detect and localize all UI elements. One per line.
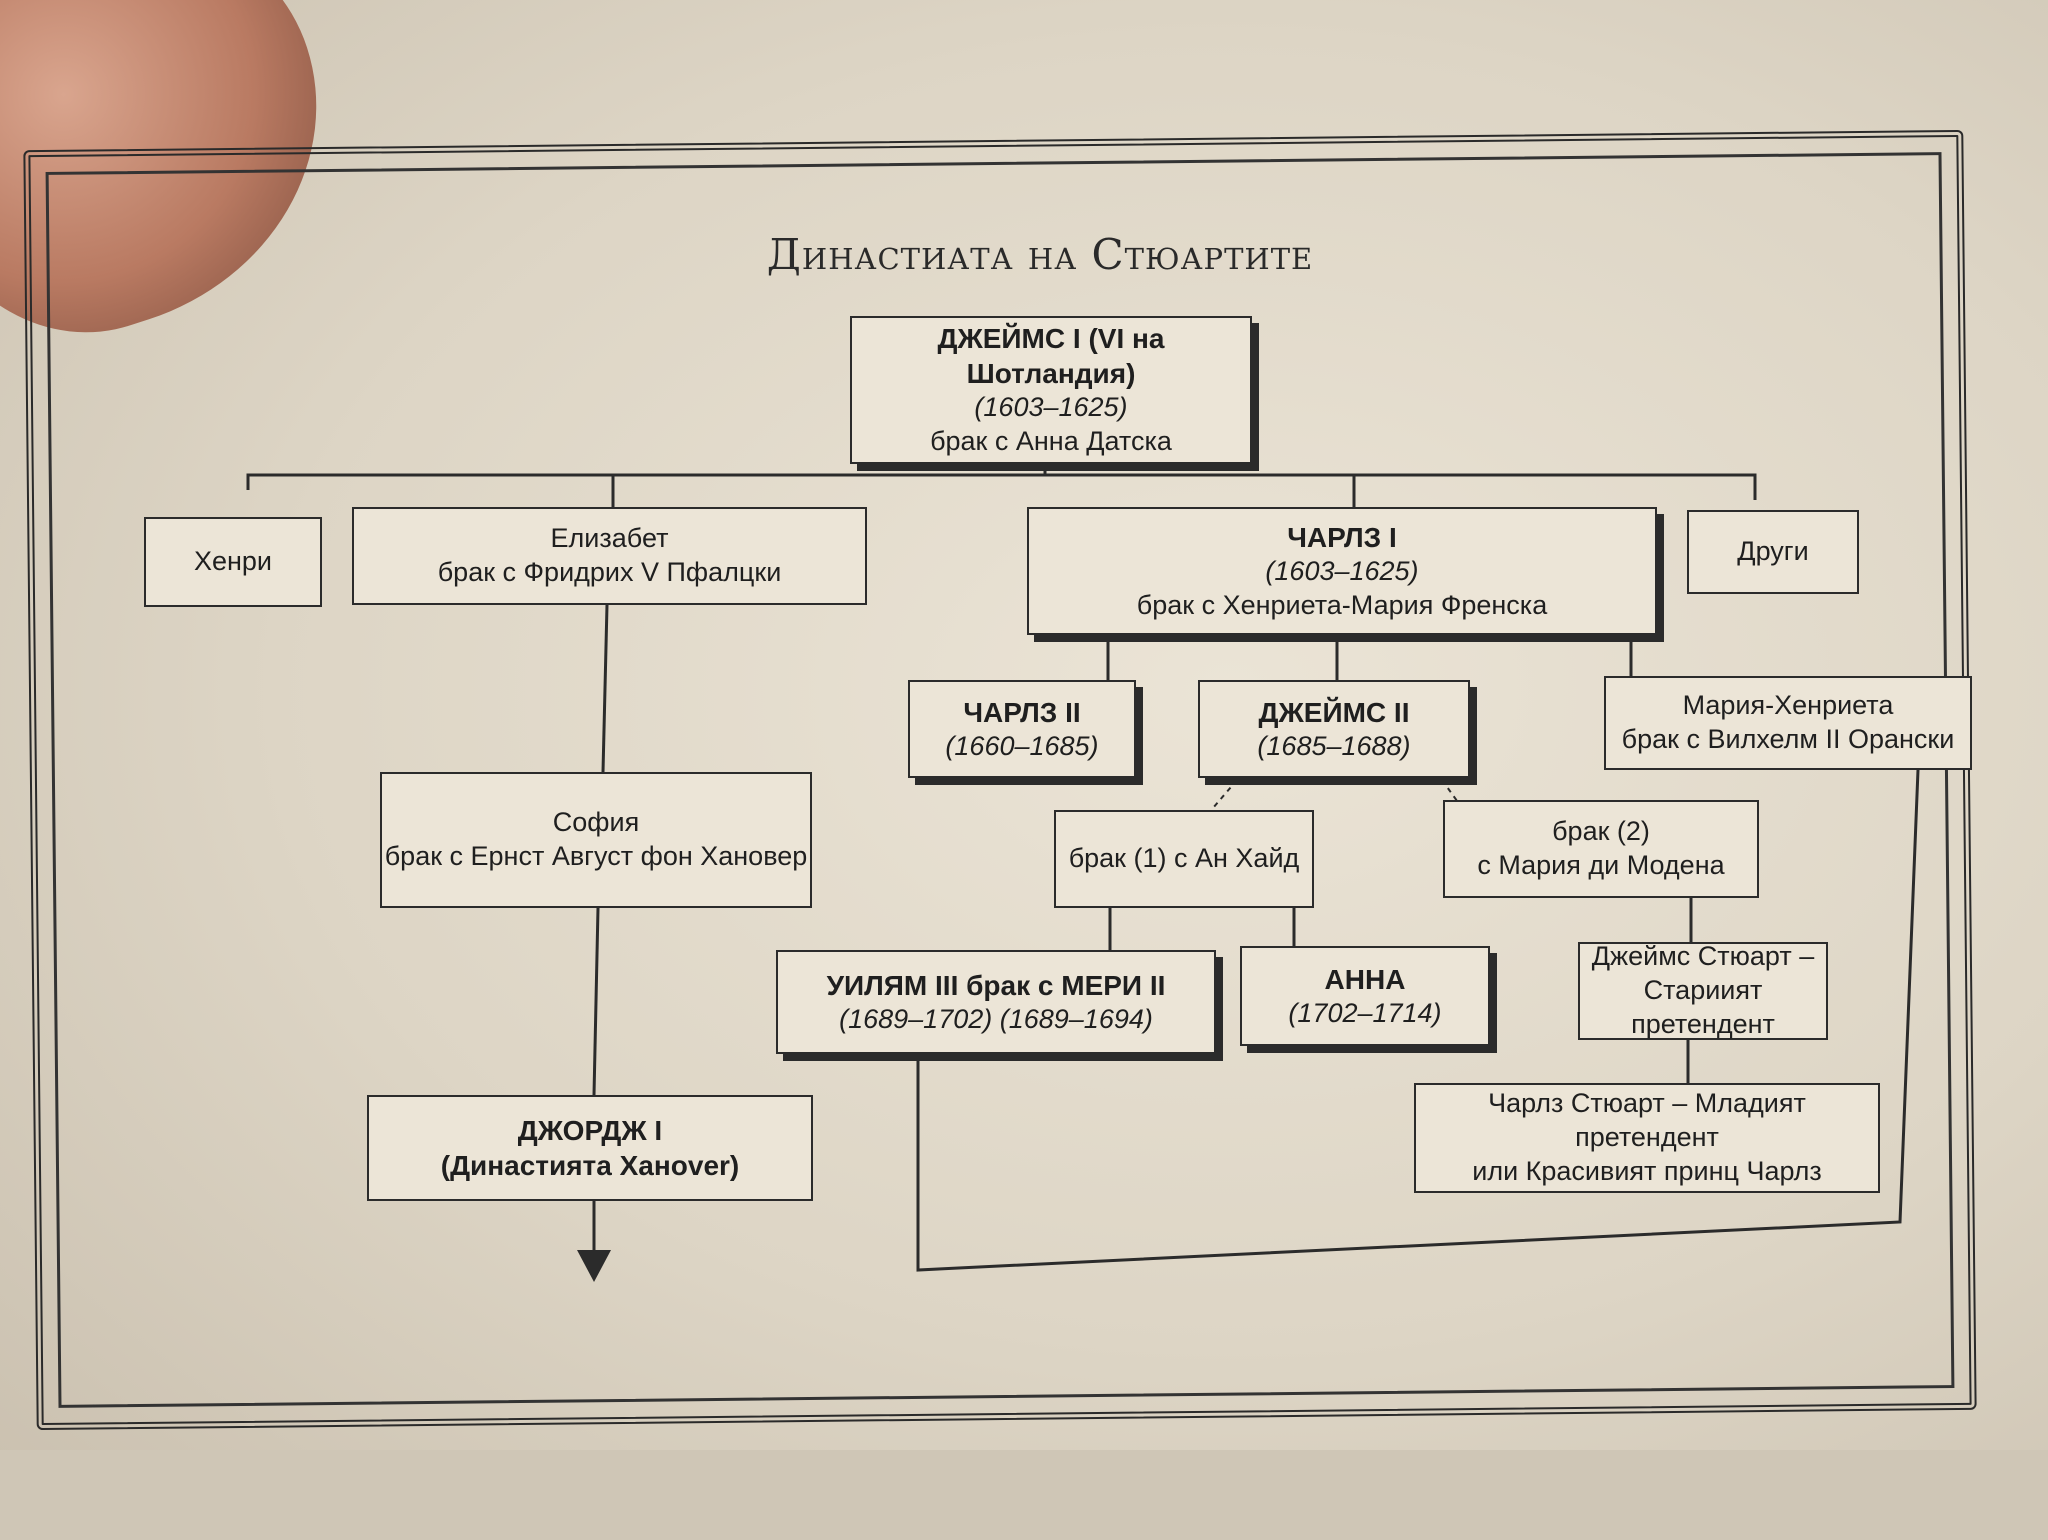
- node-charles-stuart-line2: или Красивият принц Чарлз: [1472, 1155, 1822, 1186]
- node-george-i: ДЖОРДЖ I (Династията Ханover): [367, 1095, 813, 1201]
- node-anne-name: АННА: [1324, 963, 1406, 995]
- node-james-ii-name: ДЖЕЙМС II: [1258, 696, 1410, 728]
- node-james-i: ДЖЕЙМС I (VI на Шотландия) (1603–1625) б…: [850, 316, 1252, 464]
- page-title: Династиата на Стюартите: [766, 230, 1314, 279]
- node-william-mary-years: (1689–1702) (1689–1694): [839, 1003, 1153, 1034]
- node-anne-years: (1702–1714): [1288, 997, 1442, 1028]
- node-sophia-note: брак с Ернст Август фон Хановер: [384, 841, 808, 871]
- node-james-ii: ДЖЕЙМС II (1685–1688): [1198, 680, 1470, 778]
- node-elizabeth: Елизабет брак с Фридрих V Пфалцки: [352, 507, 867, 605]
- node-charles-ii: ЧАРЛЗ II (1660–1685): [908, 680, 1136, 778]
- node-charles-i-name: ЧАРЛЗ I: [1287, 521, 1397, 553]
- node-james-ii-years: (1685–1688): [1257, 730, 1411, 761]
- next-page-edge: [0, 1450, 2048, 1540]
- node-james-i-note: брак с Анна Датска: [930, 426, 1172, 456]
- node-marriage-2: брак (2) с Мария ди Модена: [1443, 800, 1759, 898]
- node-george-i-name: ДЖОРДЖ I: [517, 1115, 663, 1146]
- node-charles-ii-name: ЧАРЛЗ II: [963, 696, 1081, 728]
- node-elizabeth-note: брак с Фридрих V Пфалцки: [437, 557, 782, 587]
- node-others: Други: [1687, 510, 1859, 594]
- node-james-stuart-line1: Джеймс Стюарт –: [1591, 941, 1815, 972]
- node-marriage-2-line1: брак (2): [1552, 816, 1650, 847]
- node-charles-i-note: брак с Хенриета-Мария Френска: [1136, 589, 1548, 620]
- node-charles-stuart-line1: Чарлз Стюарт – Младият претендент: [1488, 1088, 1806, 1153]
- node-maria-henrietta-name: Мария-Хенриета: [1682, 690, 1894, 721]
- node-james-i-name: ДЖЕЙМС I (VI на Шотландия): [937, 323, 1165, 390]
- node-william-mary-name: УИЛЯМ III брак с МЕРИ II: [826, 969, 1166, 1001]
- node-others-name: Други: [1737, 536, 1809, 567]
- node-marriage-1-text: брак (1) с Ан Хайд: [1068, 843, 1300, 874]
- node-henry: Хенри: [144, 517, 322, 607]
- node-marriage-2-line2: с Мария ди Модена: [1477, 850, 1725, 880]
- node-marriage-1: брак (1) с Ан Хайд: [1054, 810, 1314, 908]
- node-charles-i-years: (1603–1625): [1265, 555, 1419, 586]
- node-sophia: София брак с Ернст Август фон Хановер: [380, 772, 812, 908]
- node-charles-stuart: Чарлз Стюарт – Младият претендент или Кр…: [1414, 1083, 1880, 1193]
- node-james-i-years: (1603–1625): [974, 392, 1128, 423]
- node-elizabeth-name: Елизабет: [550, 523, 669, 554]
- node-james-stuart: Джеймс Стюарт – Стариият претендент: [1578, 941, 1828, 1040]
- node-anne: АННА (1702–1714): [1240, 946, 1490, 1046]
- node-charles-i: ЧАРЛЗ I (1603–1625) брак с Хенриета-Мари…: [1027, 507, 1657, 635]
- node-charles-ii-years: (1660–1685): [945, 730, 1099, 761]
- node-william-mary: УИЛЯМ III брак с МЕРИ II (1689–1702) (16…: [776, 950, 1216, 1054]
- node-james-stuart-line2: Стариият претендент: [1631, 975, 1775, 1039]
- node-henry-name: Хенри: [193, 546, 273, 577]
- node-sophia-name: София: [552, 807, 640, 838]
- node-maria-henrietta-note: брак с Вилхелм II Орански: [1621, 724, 1955, 754]
- node-maria-henrietta: Мария-Хенриета брак с Вилхелм II Орански: [1604, 676, 1972, 770]
- node-george-i-note: (Династията Ханover): [440, 1150, 740, 1181]
